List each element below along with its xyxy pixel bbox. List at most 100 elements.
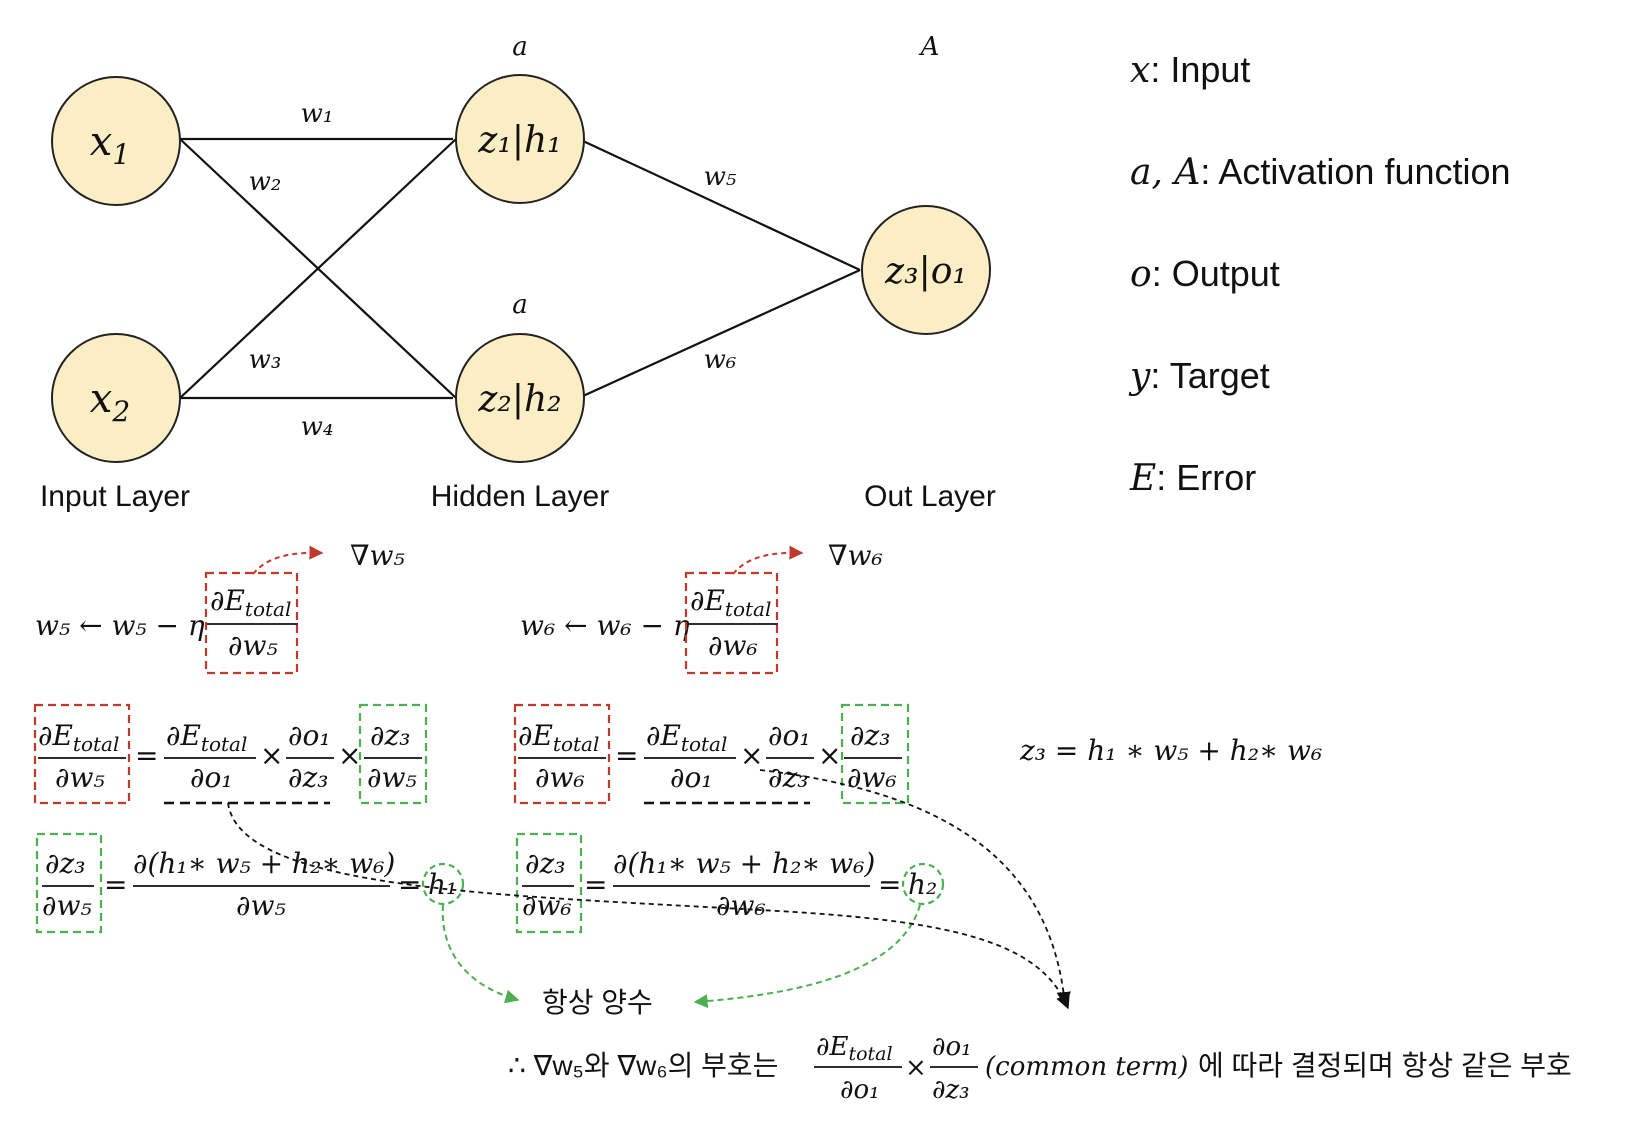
conclusion-common-term: (common term) <box>985 1052 1188 1082</box>
network-nodes <box>51 74 991 463</box>
red-box-update-w6 <box>684 571 779 675</box>
red-box-chain-w5 <box>33 703 131 805</box>
legend-item-activation: a, A: Activation function <box>1130 151 1511 193</box>
chain-w5-times2: × <box>338 739 361 772</box>
activation-A-out: A <box>919 32 940 62</box>
dz3dw6-lhs-numer: ∂z₃ <box>525 847 565 880</box>
activation-a-bottom: a <box>512 290 528 320</box>
chain-w5-t3-numer: ∂z₃ <box>370 719 410 752</box>
dz3dw5-equals1: = <box>104 868 127 901</box>
chain-w5-t2-denom: ∂z₃ <box>288 761 328 794</box>
update-w5-lhs: w₅ ← w₅ − η <box>35 609 205 642</box>
chain-w6-lhs-denom: ∂w₆ <box>535 761 585 794</box>
node-x1 <box>51 76 181 206</box>
dz3dw6-equals2: = <box>878 868 901 901</box>
dz3dw5-lhs-denom: ∂w₅ <box>42 889 92 922</box>
chain-w6-t3-denom: ∂w₆ <box>847 761 897 794</box>
legend-item-output: o: Output <box>1130 253 1280 295</box>
green-arrow-h2 <box>693 904 921 1009</box>
green-box-dz3dw5 <box>35 832 103 934</box>
red-box-chain-w6 <box>513 703 611 805</box>
dz3dw6-lhs-denom: ∂w₆ <box>522 889 572 922</box>
node-h2-label: z₂|h₂ <box>477 379 561 420</box>
chain-w6-times1: × <box>740 739 763 772</box>
update-w5-numer: ∂Etotal <box>210 584 291 621</box>
chain-w5-t1-denom: ∂o₁ <box>190 761 233 794</box>
chain-w5-lhs-denom: ∂w₅ <box>55 761 105 794</box>
dz3dw5-denom: ∂w₅ <box>236 889 286 922</box>
conclusion-t2-numer: ∂o₁ <box>932 1032 972 1062</box>
z3-definition: z₃ = h₁ ∗ w₅ + h₂∗ w₆ <box>1019 734 1322 767</box>
dz3dw6-equals1: = <box>584 868 607 901</box>
dz3dw5-result: h₁ <box>428 868 457 901</box>
node-x2 <box>51 333 181 463</box>
node-h1 <box>455 74 585 204</box>
chain-w6-t2-denom: ∂z₃ <box>768 761 808 794</box>
weight-label-w5: w₅ <box>704 162 737 192</box>
update-w6-denom: ∂w₆ <box>708 629 758 662</box>
conclusion-prefix: ∴ ∇w₅와 ∇w₆의 부호는 <box>508 1050 778 1081</box>
chain-w6-times2: × <box>818 739 841 772</box>
chain-w6-t1-denom: ∂o₁ <box>670 761 713 794</box>
dz3dw6-result: h₂ <box>908 868 937 901</box>
edge-w5 <box>582 140 861 271</box>
layer-label-output: Out Layer <box>864 480 996 513</box>
node-h2 <box>455 333 585 463</box>
dz3dw5-numer: ∂(h₁∗ w₅ + h₂∗ w₆) <box>133 847 395 880</box>
edge-w3 <box>179 138 457 399</box>
grad-w6-label: ∇w₆ <box>828 539 883 572</box>
black-arrow-from-w6 <box>759 769 1071 1007</box>
red-arrow-w5 <box>252 545 324 575</box>
weight-label-w4: w₄ <box>301 412 334 442</box>
edge-w6 <box>582 268 861 398</box>
always-positive-label: 항상 양수 <box>542 987 653 1018</box>
green-box-chain-w5 <box>358 703 428 805</box>
red-arrow-w6 <box>732 545 804 575</box>
red-box-update-w5 <box>204 571 299 675</box>
conclusion-times: × <box>905 1053 927 1083</box>
green-arrow-h1 <box>441 904 520 1004</box>
weight-label-w2: w₂ <box>249 167 282 197</box>
conclusion-t2-denom: ∂z₃ <box>932 1075 970 1105</box>
dz3dw6-denom: ∂w₆ <box>716 889 766 922</box>
update-w6-lhs: w₆ ← w₆ − η <box>520 609 690 642</box>
conclusion-t1-denom: ∂o₁ <box>840 1075 880 1105</box>
legend: x: Input a, A: Activation function o: Ou… <box>1128 49 1511 499</box>
grad-w5-label: ∇w₅ <box>350 539 405 572</box>
weight-label-w3: w₃ <box>249 345 282 375</box>
black-arrow-from-w5 <box>227 802 1070 1010</box>
weight-label-w6: w₆ <box>704 345 737 375</box>
layer-label-input: Input Layer <box>40 480 190 513</box>
green-box-chain-w6 <box>840 703 910 805</box>
network-edges <box>179 137 861 400</box>
chain-w6-t3-numer: ∂z₃ <box>850 719 890 752</box>
update-w6-numer: ∂Etotal <box>690 584 771 621</box>
chain-w5-times1: × <box>260 739 283 772</box>
chain-w6-t1-numer: ∂Etotal <box>646 719 727 756</box>
layer-label-hidden: Hidden Layer <box>431 480 609 513</box>
activation-a-top: a <box>512 32 528 62</box>
dz3dw6-numer: ∂(h₁∗ w₅ + h₂∗ w₆) <box>613 847 875 880</box>
weight-label-w1: w₁ <box>301 99 334 129</box>
chain-w5-t2-numer: ∂o₁ <box>288 719 331 752</box>
node-x2-label: x2 <box>90 376 130 428</box>
node-h1-label: z₁|h₁ <box>477 120 561 161</box>
legend-item-error: E: Error <box>1129 457 1256 499</box>
conclusion-t1-numer: ∂Etotal <box>816 1032 893 1065</box>
conclusion-suffix: 에 따라 결정되며 항상 같은 부호 <box>1198 1050 1572 1081</box>
chain-w5-t1-numer: ∂Etotal <box>166 719 247 756</box>
legend-item-target: y: Target <box>1128 355 1270 397</box>
legend-item-input: x: Input <box>1130 49 1250 91</box>
chain-w5-t3-denom: ∂w₅ <box>367 761 417 794</box>
chain-w6-lhs-numer: ∂Etotal <box>518 719 599 756</box>
node-x1-label: x1 <box>90 119 130 171</box>
update-w5-denom: ∂w₅ <box>228 629 278 662</box>
node-o1-label: z₃|o₁ <box>884 251 967 292</box>
chain-w5-lhs-numer: ∂Etotal <box>38 719 119 756</box>
chain-w5-equals: = <box>135 739 158 772</box>
chain-w6-equals: = <box>615 739 638 772</box>
green-box-dz3dw6 <box>515 832 583 934</box>
chain-w6-t2-numer: ∂o₁ <box>768 719 811 752</box>
